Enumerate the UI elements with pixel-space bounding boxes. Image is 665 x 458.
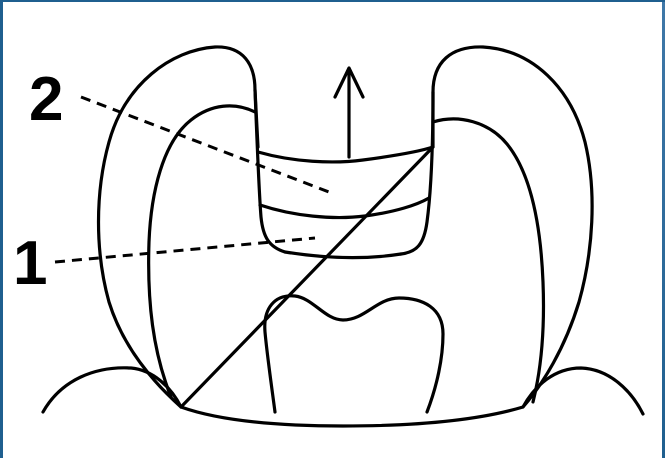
tooth-outer-contour (99, 47, 593, 426)
cavity-wall-left (255, 90, 285, 252)
label-layer-2: 2 (29, 65, 63, 134)
cavity-floor (285, 252, 401, 258)
layer-boundary (260, 198, 429, 218)
gum-line-left (43, 368, 181, 412)
pulp-chamber (265, 296, 443, 412)
label-layer-1: 1 (13, 229, 47, 298)
leader-line-1 (55, 238, 315, 262)
gum-line-right (523, 368, 643, 414)
layer-2-top-surface (258, 147, 433, 162)
right-inner-contour (433, 119, 544, 402)
tooth-restoration-diagram: 2 1 (3, 2, 665, 458)
